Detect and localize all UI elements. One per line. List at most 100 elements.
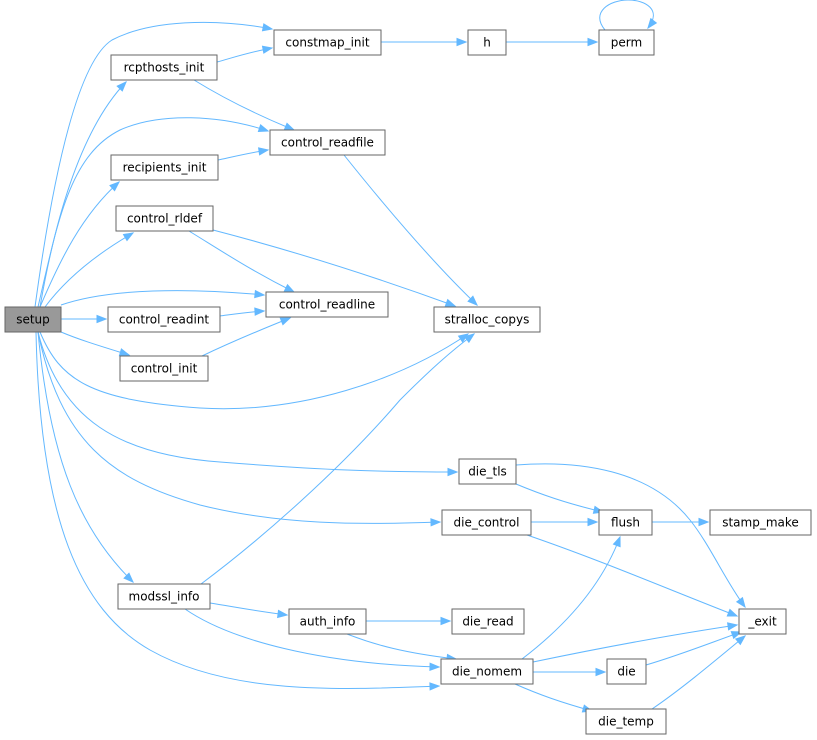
edge-arrowhead bbox=[118, 348, 131, 357]
node-flush[interactable]: flush bbox=[598, 509, 653, 536]
edge-setup-to-stralloc_copys bbox=[39, 331, 470, 410]
edge-line bbox=[37, 331, 441, 524]
edge-line bbox=[37, 117, 269, 308]
edge-arrowhead bbox=[456, 37, 468, 47]
node-label: die_nomem bbox=[452, 665, 522, 679]
node-box bbox=[458, 458, 517, 485]
edge-line bbox=[599, 0, 654, 31]
node--exit[interactable]: _exit bbox=[738, 608, 787, 635]
node-die-read[interactable]: die_read bbox=[451, 608, 525, 635]
node-box bbox=[110, 54, 218, 81]
edge-arrowhead bbox=[261, 23, 274, 32]
edge-arrowhead bbox=[467, 295, 478, 306]
node-label: h bbox=[483, 36, 491, 50]
edge-arrowhead bbox=[429, 682, 441, 691]
edge-arrowhead bbox=[726, 608, 739, 617]
edge-recipients_init-to-control_readfile bbox=[217, 147, 270, 161]
edge-line bbox=[515, 483, 604, 513]
node-die-temp[interactable]: die_temp bbox=[585, 708, 667, 735]
node-control-readint[interactable]: control_readint bbox=[107, 306, 221, 333]
node-recipients-init[interactable]: recipients_init bbox=[110, 154, 219, 181]
edge-auth_info-to-die_nomem bbox=[346, 633, 458, 663]
edge-arrowhead bbox=[698, 517, 710, 527]
edge-arrowhead bbox=[109, 181, 121, 192]
node-label: die_temp bbox=[598, 715, 654, 729]
edge-line bbox=[532, 624, 738, 663]
edge-arrowhead bbox=[258, 147, 270, 156]
node-label: die_control bbox=[454, 516, 520, 530]
edge-setup-to-control_readfile bbox=[37, 117, 270, 308]
edge-control_readfile-to-stralloc_copys bbox=[343, 154, 478, 306]
node-box bbox=[598, 29, 655, 56]
node-control-readfile[interactable]: control_readfile bbox=[269, 129, 386, 156]
edge-line bbox=[526, 534, 738, 617]
edge-setup-to-die_tls bbox=[37, 331, 459, 477]
node-label: _exit bbox=[747, 615, 777, 629]
node-stralloc-copys[interactable]: stralloc_copys bbox=[433, 306, 541, 333]
edge-die_tls-to-_exit bbox=[515, 463, 746, 609]
edge-arrowhead bbox=[612, 535, 621, 548]
edge-setup-to-constmap_init bbox=[34, 21, 274, 308]
edge-control_readint-to-control_readline bbox=[219, 307, 266, 317]
edge-setup-to-die_nomem bbox=[35, 331, 441, 691]
node-modssl-info[interactable]: modssl_info bbox=[117, 583, 211, 610]
node-label: rcpthosts_init bbox=[124, 61, 205, 75]
node-box bbox=[598, 509, 653, 536]
node-label: auth_info bbox=[300, 615, 356, 629]
edge-die_nomem-to-flush bbox=[521, 535, 621, 660]
node-box bbox=[467, 29, 507, 56]
edge-line bbox=[39, 331, 469, 410]
node-constmap-init[interactable]: constmap_init bbox=[273, 29, 382, 56]
node-setup[interactable]: setup bbox=[4, 306, 62, 333]
node-label: control_readfile bbox=[281, 136, 374, 150]
edge-modssl_info-to-die_nomem bbox=[184, 608, 441, 672]
node-control-rldef[interactable]: control_rldef bbox=[115, 205, 214, 232]
edge-arrowhead bbox=[444, 298, 457, 307]
edge-setup-to-control_readline bbox=[60, 289, 266, 306]
edge-flush-to-stamp_make bbox=[652, 517, 710, 527]
node-die-control[interactable]: die_control bbox=[441, 509, 532, 536]
edge-modssl_info-to-auth_info bbox=[209, 602, 289, 619]
node-box bbox=[4, 306, 62, 333]
edge-arrowhead bbox=[587, 37, 599, 47]
edge-arrowhead bbox=[96, 314, 108, 324]
graph-nodes: setuprcpthosts_initrecipients_initcontro… bbox=[4, 29, 812, 735]
node-label: die_read bbox=[462, 615, 513, 629]
node-label: flush bbox=[611, 516, 640, 530]
edge-line bbox=[35, 331, 440, 689]
node-perm[interactable]: perm bbox=[598, 29, 655, 56]
edge-setup-to-rcpthosts_init bbox=[39, 81, 127, 308]
edge-line bbox=[60, 331, 130, 356]
node-control-readline[interactable]: control_readline bbox=[265, 291, 389, 318]
edge-die_nomem-to-die_temp bbox=[514, 683, 594, 713]
node-die[interactable]: die bbox=[606, 658, 647, 685]
node-box bbox=[269, 129, 386, 156]
node-box bbox=[117, 583, 211, 610]
node-control-init[interactable]: control_init bbox=[119, 355, 209, 382]
edge-control_init-to-control_readline bbox=[201, 317, 292, 357]
node-stamp-make[interactable]: stamp_make bbox=[709, 509, 812, 536]
node-die-tls[interactable]: die_tls bbox=[458, 458, 517, 485]
edge-setup-to-control_readint bbox=[61, 314, 108, 324]
edge-die_nomem-to-_exit bbox=[532, 622, 739, 663]
edge-line bbox=[514, 683, 593, 712]
edge-line bbox=[651, 635, 746, 710]
edge-arrowhead bbox=[463, 333, 476, 344]
edge-setup-to-die_control bbox=[37, 331, 442, 527]
edge-line bbox=[521, 536, 621, 660]
node-auth-info[interactable]: auth_info bbox=[288, 608, 367, 635]
edge-modssl_info-to-stralloc_copys bbox=[200, 333, 476, 585]
edge-arrowhead bbox=[257, 123, 270, 133]
node-rcpthosts-init[interactable]: rcpthosts_init bbox=[110, 54, 218, 81]
edge-line bbox=[37, 331, 134, 583]
node-box bbox=[288, 608, 367, 635]
edge-line bbox=[212, 229, 456, 307]
node-label: die bbox=[617, 665, 635, 679]
edge-control_rldef-to-control_readline bbox=[188, 230, 296, 293]
node-die-nomem[interactable]: die_nomem bbox=[440, 658, 534, 685]
node-label: control_rldef bbox=[127, 212, 203, 226]
edge-die_control-to-_exit bbox=[526, 534, 739, 617]
node-h[interactable]: h bbox=[467, 29, 507, 56]
edge-die_nomem-to-die bbox=[533, 667, 607, 677]
edge-arrowhead bbox=[647, 17, 658, 30]
